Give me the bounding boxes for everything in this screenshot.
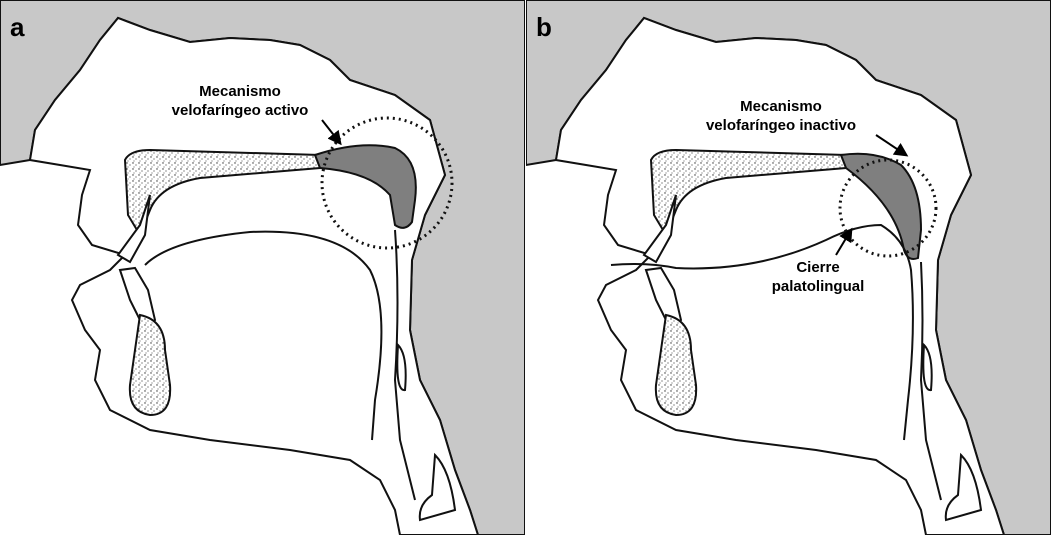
annotation-line-2: velofaríngeo activo xyxy=(155,101,325,120)
annotation-line-1: Mecanismo xyxy=(686,97,876,116)
panel-a: a Mecanismo velofaríngeo activo xyxy=(0,0,525,535)
annotation-label: Mecanismo velofaríngeo activo xyxy=(155,82,325,120)
panel-b: b Mecanismo velofaríngeo inactivo Cierre… xyxy=(526,0,1051,535)
panel-letter: b xyxy=(536,12,552,43)
annotation-line-1: Cierre xyxy=(748,258,888,277)
anatomy-illustration-a xyxy=(0,0,525,535)
annotation-line-2: velofaríngeo inactivo xyxy=(686,116,876,135)
panel-letter: a xyxy=(10,12,24,43)
annotation-line-1: Mecanismo xyxy=(155,82,325,101)
annotation-line-2: palatolingual xyxy=(748,277,888,296)
annotation-label-bottom: Cierre palatolingual xyxy=(748,258,888,296)
annotation-label-top: Mecanismo velofaríngeo inactivo xyxy=(686,97,876,135)
